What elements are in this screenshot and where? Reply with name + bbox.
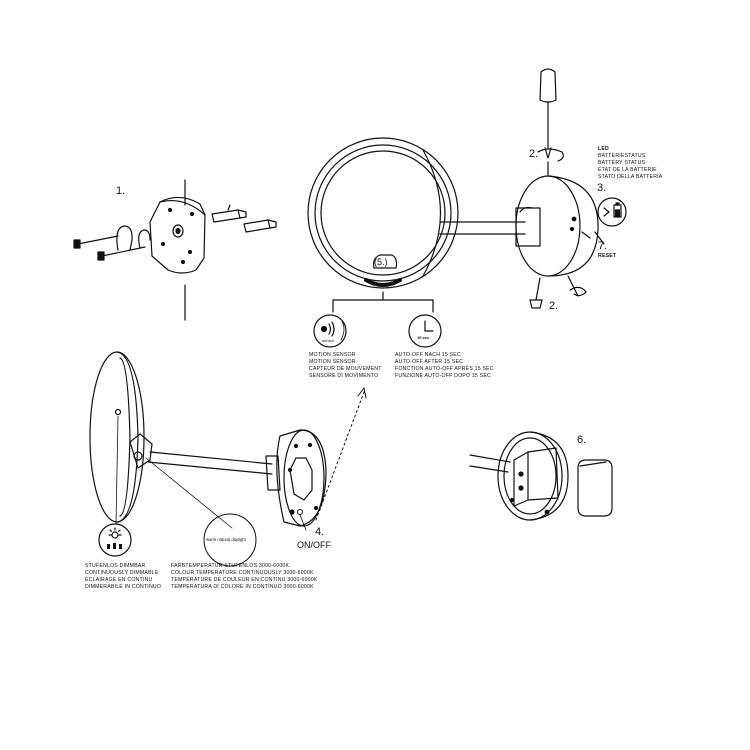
color-icon-text: warm natural daylight: [206, 537, 246, 542]
timer-icon-text: 15 sec: [417, 335, 430, 340]
step-1-number: 1.: [116, 185, 126, 197]
mirror-wall-housing-drawing: [515, 175, 605, 277]
screwdriver-drawing: [537, 68, 564, 177]
step-4-number: 4.: [315, 526, 325, 538]
screw-and-hook-drawing: [73, 225, 151, 261]
timer-icon: [408, 314, 442, 348]
mirror-front-drawing: [307, 137, 459, 289]
step-7-number: 7.: [598, 240, 608, 252]
dimmer-icon: [98, 523, 132, 557]
color-temperature-text: FARBTEMPERATUR STUFENLOS 3000-6000K COLO…: [171, 563, 318, 590]
on-off-pointer: [299, 514, 307, 531]
dotted-arrow: [315, 387, 367, 521]
on-off-label: ON/OFF: [297, 540, 331, 550]
wall-plugs-drawing: [211, 204, 277, 233]
mirror-side-view-drawing: [89, 351, 153, 523]
battery-pack-drawing: [577, 459, 613, 517]
auto-off-text: AUTO-OFF NACH 15 SEC AUTO-OFF AFTER 15 S…: [395, 352, 494, 379]
reset-label: RESET: [598, 253, 617, 259]
battery-status-text: BATTERIESTATUS BATTERY STATUS ÉTAT DE LA…: [598, 153, 663, 180]
led-label: LED: [598, 146, 609, 152]
motion-sensor-text: MOTION SENSOR MOTION SENSOR CAPTEUR DE M…: [309, 352, 382, 379]
feature-connector-lines: [332, 291, 434, 313]
step-2-number-top: 2.: [529, 148, 539, 160]
dimmer-pointer: [115, 415, 119, 525]
color-temperature-icon: [203, 513, 257, 567]
bottom-screws-drawing: [529, 275, 587, 309]
battery-compartment-drawing: [469, 431, 569, 521]
mirror-arm-drawing: [439, 206, 541, 247]
step-2-number-bottom: 2.: [549, 300, 559, 312]
wall-mount-plate-drawing: [149, 179, 206, 321]
battery-status-icon: [597, 197, 627, 227]
sensor-icon-text: sensor: [322, 338, 335, 343]
color-temperature-pointer: [145, 457, 233, 529]
step-3-number: 3.: [597, 182, 607, 194]
side-arm-drawing: [147, 451, 281, 491]
side-wall-housing-drawing: [276, 429, 327, 527]
step-5-number: (5.): [374, 257, 388, 267]
dimmable-text: STUFENLOS DIMMBAR CONTINUOUSLY DIMMABLE …: [85, 563, 162, 590]
motion-sensor-icon: [313, 314, 347, 348]
step-6-number: 6.: [577, 434, 587, 446]
